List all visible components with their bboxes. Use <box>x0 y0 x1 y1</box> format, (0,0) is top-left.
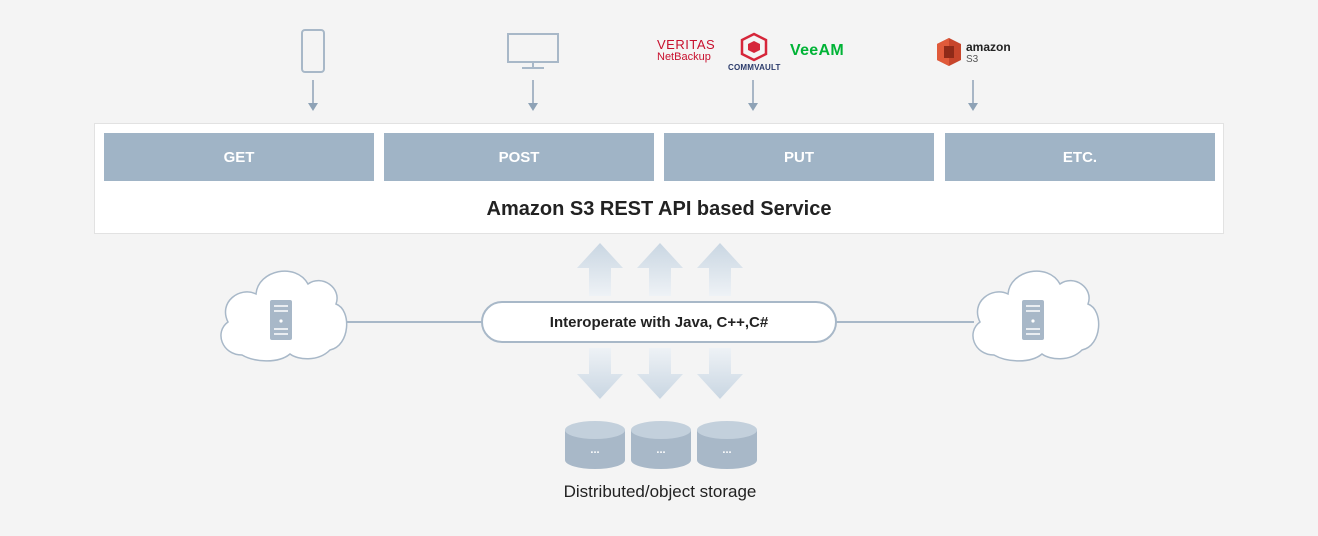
storage-disk-icon <box>565 421 625 469</box>
disk-label: ... <box>590 444 600 456</box>
amazon-s3-bucket-icon <box>937 38 961 66</box>
interop-label-text: Interoperate with Java, C++,C# <box>549 313 769 331</box>
api-method-put: PUT <box>664 133 934 181</box>
storage-label: Distributed/object storage <box>563 482 757 501</box>
api-method-get: GET <box>104 133 374 181</box>
smartphone-icon <box>301 29 325 73</box>
up-arrow <box>577 243 623 296</box>
up-arrow <box>637 243 683 296</box>
veeam-logo: VeeAM <box>790 42 844 59</box>
veritas-logo: VERITAS NetBackup <box>657 37 716 63</box>
service-title: Amazon S3 REST API based Service <box>486 198 832 220</box>
monitor-icon <box>507 33 559 69</box>
disk-label: ... <box>722 444 732 456</box>
commvault-logo-text: COMMVAULT <box>728 63 781 72</box>
up-arrow <box>697 243 743 296</box>
down-arrow <box>577 348 623 399</box>
down-arrow <box>637 348 683 399</box>
storage-disk-icon <box>631 421 691 469</box>
client-arrow <box>748 80 758 111</box>
storage-disk-icon <box>697 421 757 469</box>
s3-logo-text: S3 <box>966 54 979 65</box>
down-arrow <box>697 348 743 399</box>
right-cloud-server-icon <box>972 270 1100 362</box>
api-method-etc: ETC. <box>945 133 1215 181</box>
client-arrow <box>308 80 318 111</box>
left-cloud-server-icon <box>220 270 348 362</box>
commvault-logo-icon <box>740 32 768 62</box>
api-method-post: POST <box>384 133 654 181</box>
disk-label: ... <box>656 444 666 456</box>
interop-label: Interoperate with Java, C++,C# <box>481 301 837 343</box>
client-arrow <box>528 80 538 111</box>
amazon-logo-text: amazon <box>966 40 1011 54</box>
client-arrow <box>968 80 978 111</box>
